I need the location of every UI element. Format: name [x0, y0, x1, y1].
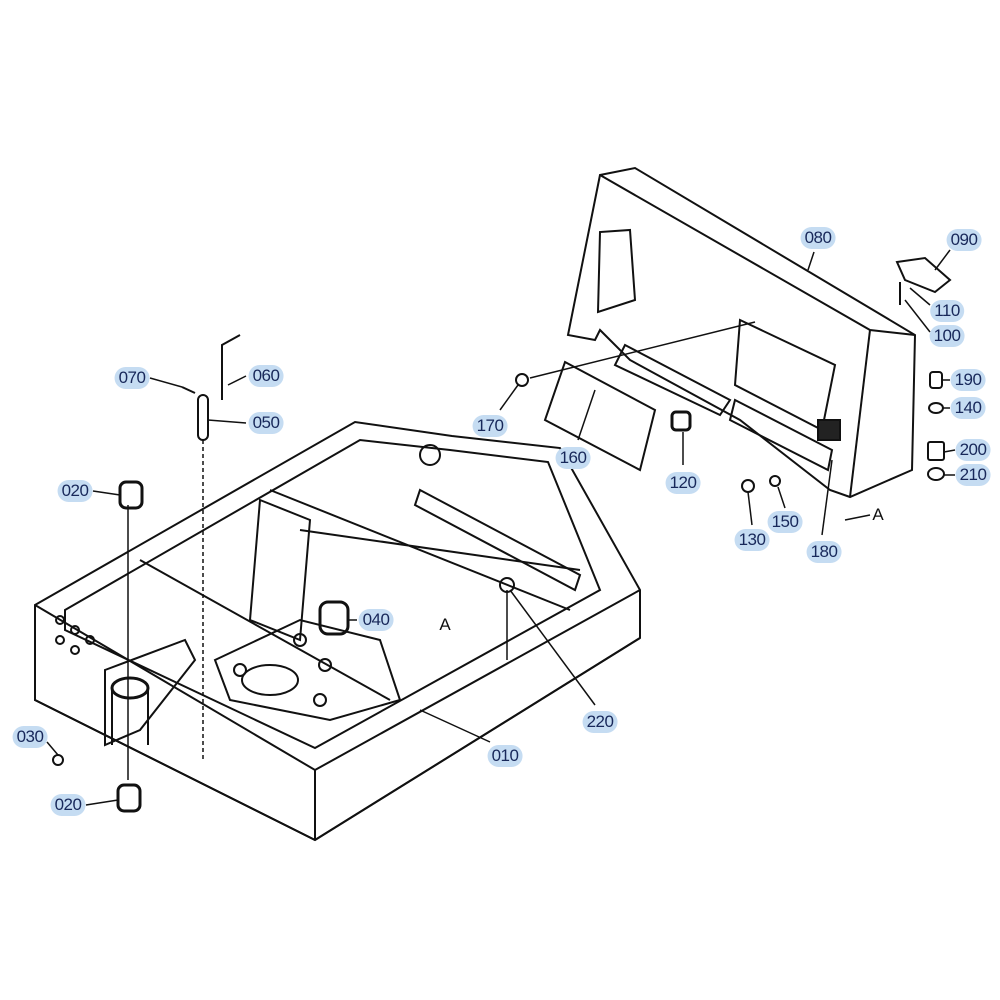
- base-frame-drawing: [34, 420, 641, 842]
- part-label-020[interactable]: 020: [57, 480, 93, 502]
- part-label-090[interactable]: 090: [946, 229, 982, 251]
- reference-marker-a: A: [872, 505, 884, 524]
- part-label-210[interactable]: 210: [955, 464, 991, 486]
- part-label-040[interactable]: 040: [358, 609, 394, 631]
- part-label-020[interactable]: 020: [50, 794, 86, 816]
- part-label-110[interactable]: 110: [930, 300, 964, 322]
- part-label-010[interactable]: 010: [487, 745, 523, 767]
- part-label-070[interactable]: 070: [114, 367, 150, 389]
- part-label-150[interactable]: 150: [767, 511, 803, 533]
- part-label-160[interactable]: 160: [555, 447, 591, 469]
- part-label-120[interactable]: 120: [665, 472, 701, 494]
- part-label-200[interactable]: 200: [955, 439, 991, 461]
- part-label-130[interactable]: 130: [734, 529, 770, 551]
- part-label-140[interactable]: 140: [950, 397, 986, 419]
- part-label-030[interactable]: 030: [12, 726, 48, 748]
- part-label-190[interactable]: 190: [950, 369, 986, 391]
- part-label-100[interactable]: 100: [929, 325, 965, 347]
- part-label-050[interactable]: 050: [248, 412, 284, 434]
- part-label-180[interactable]: 180: [806, 541, 842, 563]
- part-label-170[interactable]: 170: [472, 415, 508, 437]
- reference-marker-a: A: [439, 615, 451, 634]
- leader-lines: [46, 249, 956, 806]
- pin-and-rod-drawing: [181, 334, 241, 441]
- part-label-080[interactable]: 080: [800, 227, 836, 249]
- part-label-060[interactable]: 060: [248, 365, 284, 387]
- part-label-220[interactable]: 220: [582, 711, 618, 733]
